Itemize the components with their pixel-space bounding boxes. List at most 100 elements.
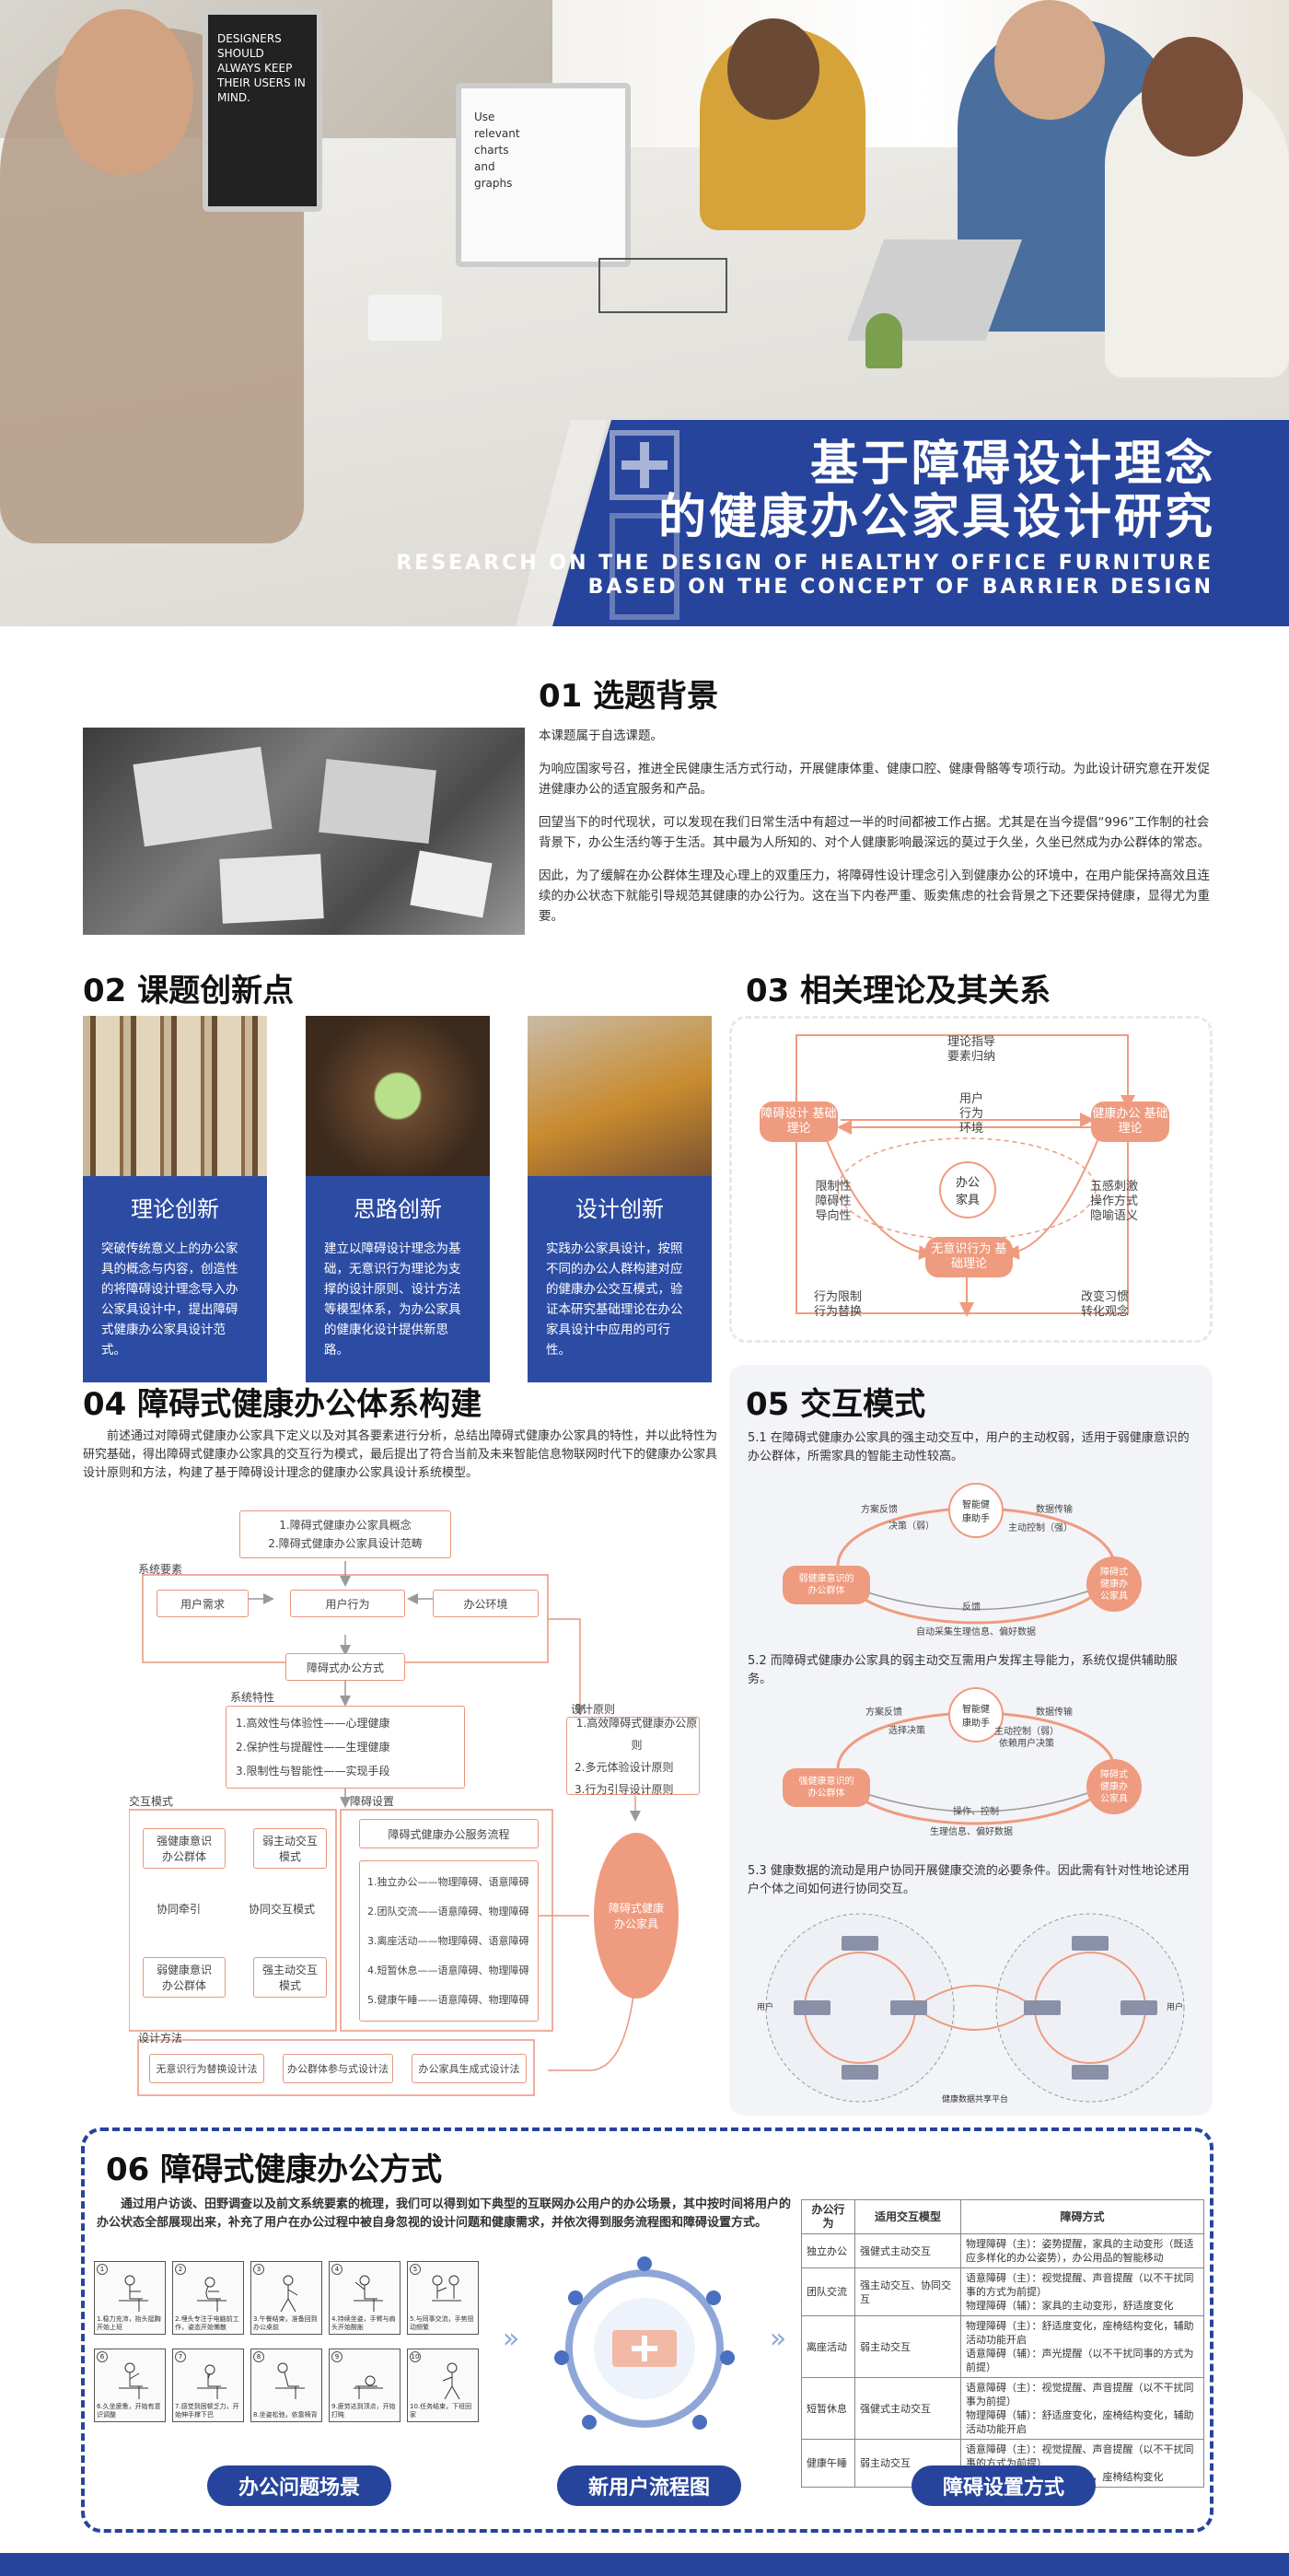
barrier-5: 5.健康午睡——语意障碍、物理障碍 <box>367 1993 529 2006</box>
feature-1: 1.高效性与体验性——心理健康 <box>236 1717 390 1730</box>
card-design-title: 设计创新 <box>575 1196 664 1222</box>
features-box: 1.高效性与体验性——心理健康 2.保护性与提醒性——生理健康 3.限制性与智能… <box>226 1706 465 1789</box>
table-cell: 独立办公 <box>801 2233 855 2268</box>
medical-cross-icon <box>610 430 679 620</box>
d2-l4: 主动控制（弱） 依赖用户决策 <box>994 1727 1059 1749</box>
scene-7-caption: 7.感觉到困顿乏力，开始伸手撑下巴 <box>175 2403 239 2419</box>
method-3: 办公家具生成式设计法 <box>412 2054 527 2083</box>
table-cell: 语意障碍（主）：视觉提醒、声音提醒（以不干扰同事为前提） 物理障碍（辅）：舒适度… <box>960 2377 1204 2440</box>
element-user-need: 用户需求 <box>157 1590 249 1617</box>
sec03-diagram: 障碍设计 基础理论 健康办公 基础理论 无意识行为 基础理论 办公 家具 理论指… <box>729 1016 1213 1343</box>
concept-2: 2.障碍式健康办公家具设计范畴 <box>268 1537 423 1550</box>
table-row: 短暂休息强健式主动交互语意障碍（主）：视觉提醒、声音提醒（以不干扰同事为前提） … <box>801 2377 1204 2440</box>
strong-active-mode: 强主动交互 模式 <box>253 1957 327 1998</box>
d2-l5: 操作、控制 <box>953 1807 999 1817</box>
sitting-figure-icon <box>354 2275 383 2312</box>
card-design: 设计创新 实践办公家具设计，按照不同的办公人群构建对应的健康办公交互模式，验证本… <box>528 1016 712 1382</box>
sitting-figure-icon <box>197 2364 226 2399</box>
title-cn-line2: 的健康办公家具设计研究 <box>657 490 1215 545</box>
walking-figure-icon <box>280 2275 298 2313</box>
table-cell: 团队交流 <box>801 2267 855 2316</box>
user-flow-button[interactable]: 新用户流程图 <box>557 2465 741 2506</box>
monitor-right: Use relevant charts and graphs <box>456 83 631 267</box>
table-header: 办公行为 <box>801 2199 855 2234</box>
title-en-line1: RESEARCH ON THE DESIGN OF HEALTHY OFFICE… <box>396 552 1214 575</box>
hero-photo: DESIGNERS SHOULD ALWAYS KEEP THEIR USERS… <box>0 0 1289 626</box>
d2-strong-group: 强健康意识的 办公群体 <box>783 1768 870 1807</box>
sec03-arrows <box>795 1034 1135 1317</box>
scene-10-caption: 10.任务结束，下班回家 <box>410 2403 472 2419</box>
card-theory-body: 理论创新 突破传统意义上的办公家具的概念与内容，创造性的将障碍设计理念导入办公家… <box>83 1176 267 1382</box>
barriers-box: 1.独立办公——物理障碍、语意障碍 2.团队交流——语意障碍、物理障碍 3.离座… <box>359 1860 539 2022</box>
card-design-text: 实践办公家具设计，按照不同的办公人群构建对应的健康办公交互模式，验证本研究基础理… <box>546 1241 683 1358</box>
barrier-4: 4.短暂休息——语意障碍、物理障碍 <box>367 1964 529 1976</box>
monitor-left-text: DESIGNERS SHOULD ALWAYS KEEP THEIR USERS… <box>217 32 306 104</box>
d2-l2: 选择决策 <box>888 1726 925 1736</box>
node-office-furniture: 办公 家具 <box>939 1161 996 1218</box>
sec04-flowchart: 1.障碍式健康办公家具概念 2.障碍式健康办公家具设计范畴 系统要素 用户需求 … <box>129 1501 718 2109</box>
methods-label: 设计方法 <box>138 2032 183 2045</box>
weak-active-mode: 弱主动交互 模式 <box>253 1828 327 1869</box>
d2-l1: 方案反馈 <box>865 1708 902 1718</box>
sec05-text2: 5.2 而障碍式健康办公家具的弱主动交互需用户发挥主导能力，系统仅提供辅助服务。 <box>748 1654 1178 1686</box>
sec05-text3: 5.3 健康数据的流动是用户协同开展健康交流的必要条件。因此需有针对性地论述用户… <box>748 1864 1190 1896</box>
footer-bar <box>0 2553 1289 2576</box>
table-header: 适用交互模型 <box>854 2199 961 2234</box>
title-en-line2: BASED ON THE CONCEPT OF BARRIER DESIGN <box>587 576 1214 599</box>
monitor-left: DESIGNERS SHOULD ALWAYS KEEP THEIR USERS… <box>203 9 322 212</box>
scene-8-caption: 8.坐姿松弛，依靠椅背 <box>253 2411 318 2419</box>
scene-1-caption: 1.稳力充沛，抬头挺胸开始上班 <box>97 2315 161 2331</box>
d3-user-right: 用户 <box>1167 2003 1184 2012</box>
monitor-right-text: Use relevant charts and graphs <box>474 111 520 190</box>
table-row: 独立办公强健式主动交互物理障碍（主）：姿势提醒，家具的主动变形（既适应多样化的办… <box>801 2233 1204 2268</box>
method-1: 无意识行为替换设计法 <box>149 2054 264 2083</box>
sec01-text: 本课题属于自选课题。 为响应国家号召，推进全民健康生活方式行动，开展健康体重、健… <box>539 726 1211 927</box>
card-thinking-text: 建立以障碍设计理念为基础，无意识行为理论为支撑的设计原则、设计方法等模型体系，为… <box>324 1241 461 1358</box>
sec03-title: 03 相关理论及其关系 <box>746 973 1051 1009</box>
office-scene-button[interactable]: 办公问题场景 <box>207 2465 391 2506</box>
sec06-frame <box>81 2127 1214 2533</box>
card-thinking-title: 思路创新 <box>354 1196 442 1222</box>
d1-l3: 数据传输 <box>1036 1505 1073 1515</box>
table-cell: 离座活动 <box>801 2315 855 2378</box>
bulb-photo <box>306 1016 490 1176</box>
weak-health-group: 弱健康意识 办公群体 <box>143 1957 226 1998</box>
system-elements-label: 系统要素 <box>138 1563 183 1576</box>
person-left-head <box>55 9 193 175</box>
d1-l4: 主动控制（强） <box>1008 1523 1073 1533</box>
principle-1: 1.高效障碍式健康办公原则 <box>575 1716 698 1752</box>
table-cell: 物理障碍（主）：舒适度变化，座椅结构变化，辅助活动功能开启 语意障碍（辅）：声光… <box>960 2315 1204 2378</box>
flow-ring <box>554 2256 735 2430</box>
strong-health-group: 强健康意识 办公群体 <box>143 1828 226 1869</box>
barrier-1: 1.独立办公——物理障碍、语意障碍 <box>367 1875 529 1888</box>
sleeping-figure-icon <box>354 2375 383 2399</box>
table-cell: 强主动交互、协同交互 <box>854 2267 961 2316</box>
sec05-diagram1: 智能健 康助手 弱健康意识的 办公群体 障碍式 健康办 公家具 方案反馈 决策（… <box>773 1483 1179 1644</box>
sec01-p3: 回望当下的时代现状，可以发现在我们日常生活中有超过一半的时间都被工作占据。尤其是… <box>539 815 1210 850</box>
table-cell: 短暂休息 <box>801 2377 855 2440</box>
method-2: 办公群体参与式设计法 <box>283 2054 393 2083</box>
sec04-intro: 前述通过对障碍式健康办公家具下定义以及对其各要素进行分析，总结出障碍式健康办公家… <box>83 1429 718 1480</box>
label-senses: 五感刺激 操作方式 隐喻语义 <box>1089 1180 1138 1223</box>
d3-user-left: 用户 <box>757 2003 774 2012</box>
card-design-body: 设计创新 实践办公家具设计，按照不同的办公人群构建对应的健康办公交互模式，验证本… <box>528 1176 712 1382</box>
d1-l2: 决策（弱） <box>888 1521 935 1532</box>
table-cell: 语意障碍（主）：视觉提醒、声音提醒（以不干扰同事的方式为前提） 物理障碍（辅）：… <box>960 2267 1204 2316</box>
label-theory-guide: 理论指导 要素归纳 <box>946 1035 995 1064</box>
card-thinking-body: 思路创新 建立以障碍设计理念为基础，无意识行为理论为支撑的设计原则、设计方法等模… <box>306 1176 490 1382</box>
sec06-title: 06 障碍式健康办公方式 <box>97 2144 452 2189</box>
scene-2-caption: 2.埋头专注于电脑前工作，姿态开始懒散 <box>175 2315 239 2331</box>
scene-5-caption: 5.与同事交流，手势扭动频繁 <box>410 2315 474 2331</box>
sec01-p4: 因此，为了缓解在办公群体生理及心理上的双重压力，将障碍性设计理念引入到健康办公的… <box>539 868 1210 924</box>
table-cell: 弱主动交互 <box>854 2315 961 2378</box>
principle-3: 3.行为引导设计原则 <box>575 1782 674 1796</box>
barrier-setting-button[interactable]: 障碍设置方式 <box>912 2465 1096 2506</box>
mug <box>368 295 442 341</box>
concept-1: 1.障碍式健康办公家具概念 <box>279 1519 412 1532</box>
scene-6-caption: 6.久坐疲惫，开始有意识调整 <box>97 2403 161 2419</box>
